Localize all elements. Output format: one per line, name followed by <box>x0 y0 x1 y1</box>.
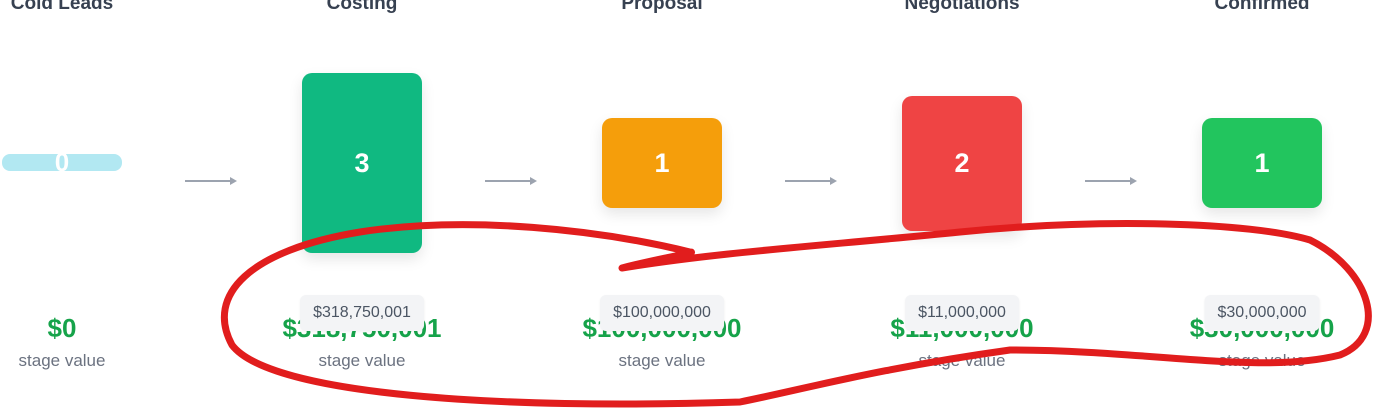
stage-value-cold-leads: $0 <box>47 313 77 343</box>
stage-count-proposal: 1 <box>654 147 670 178</box>
stage-title-negotiations: Negotiations <box>904 0 1020 14</box>
value-tooltip-costing: $318,750,001 <box>300 295 424 331</box>
stage-title-costing: Costing <box>326 0 398 14</box>
stage-value-caption: stage value <box>1218 351 1306 370</box>
stage-title-cold-leads: Cold Leads <box>10 0 114 14</box>
stage-value-caption: stage value <box>18 351 106 370</box>
stage-block-costing[interactable]: 3 <box>302 73 422 253</box>
stage-value-caption: stage value <box>318 351 406 370</box>
stage-count-negotiations: 2 <box>954 148 970 178</box>
stage-title-proposal: Proposal <box>621 0 703 14</box>
arrow-right-icon <box>785 177 837 185</box>
stage-count-cold-leads: 0 <box>54 147 70 177</box>
stage-title-confirmed: Confirmed <box>1214 0 1310 14</box>
arrow-right-icon <box>185 177 237 185</box>
value-tooltip-proposal: $100,000,000 <box>600 295 724 331</box>
value-tooltip-confirmed: $30,000,000 <box>1204 295 1320 331</box>
stage-count-confirmed: 1 <box>1254 147 1270 178</box>
stage-block-cold-leads[interactable]: 0 <box>2 147 122 177</box>
stage-block-negotiations[interactable]: 2 <box>902 96 1022 231</box>
value-tooltip-negotiations: $11,000,000 <box>905 295 1019 331</box>
arrow-right-icon <box>485 177 537 185</box>
stage-block-proposal[interactable]: 1 <box>602 118 722 208</box>
stage-value-caption: stage value <box>918 351 1006 370</box>
stage-value-caption: stage value <box>618 351 706 370</box>
arrow-right-icon <box>1085 177 1137 185</box>
stage-block-confirmed[interactable]: 1 <box>1202 118 1322 208</box>
stage-count-costing: 3 <box>354 147 370 178</box>
